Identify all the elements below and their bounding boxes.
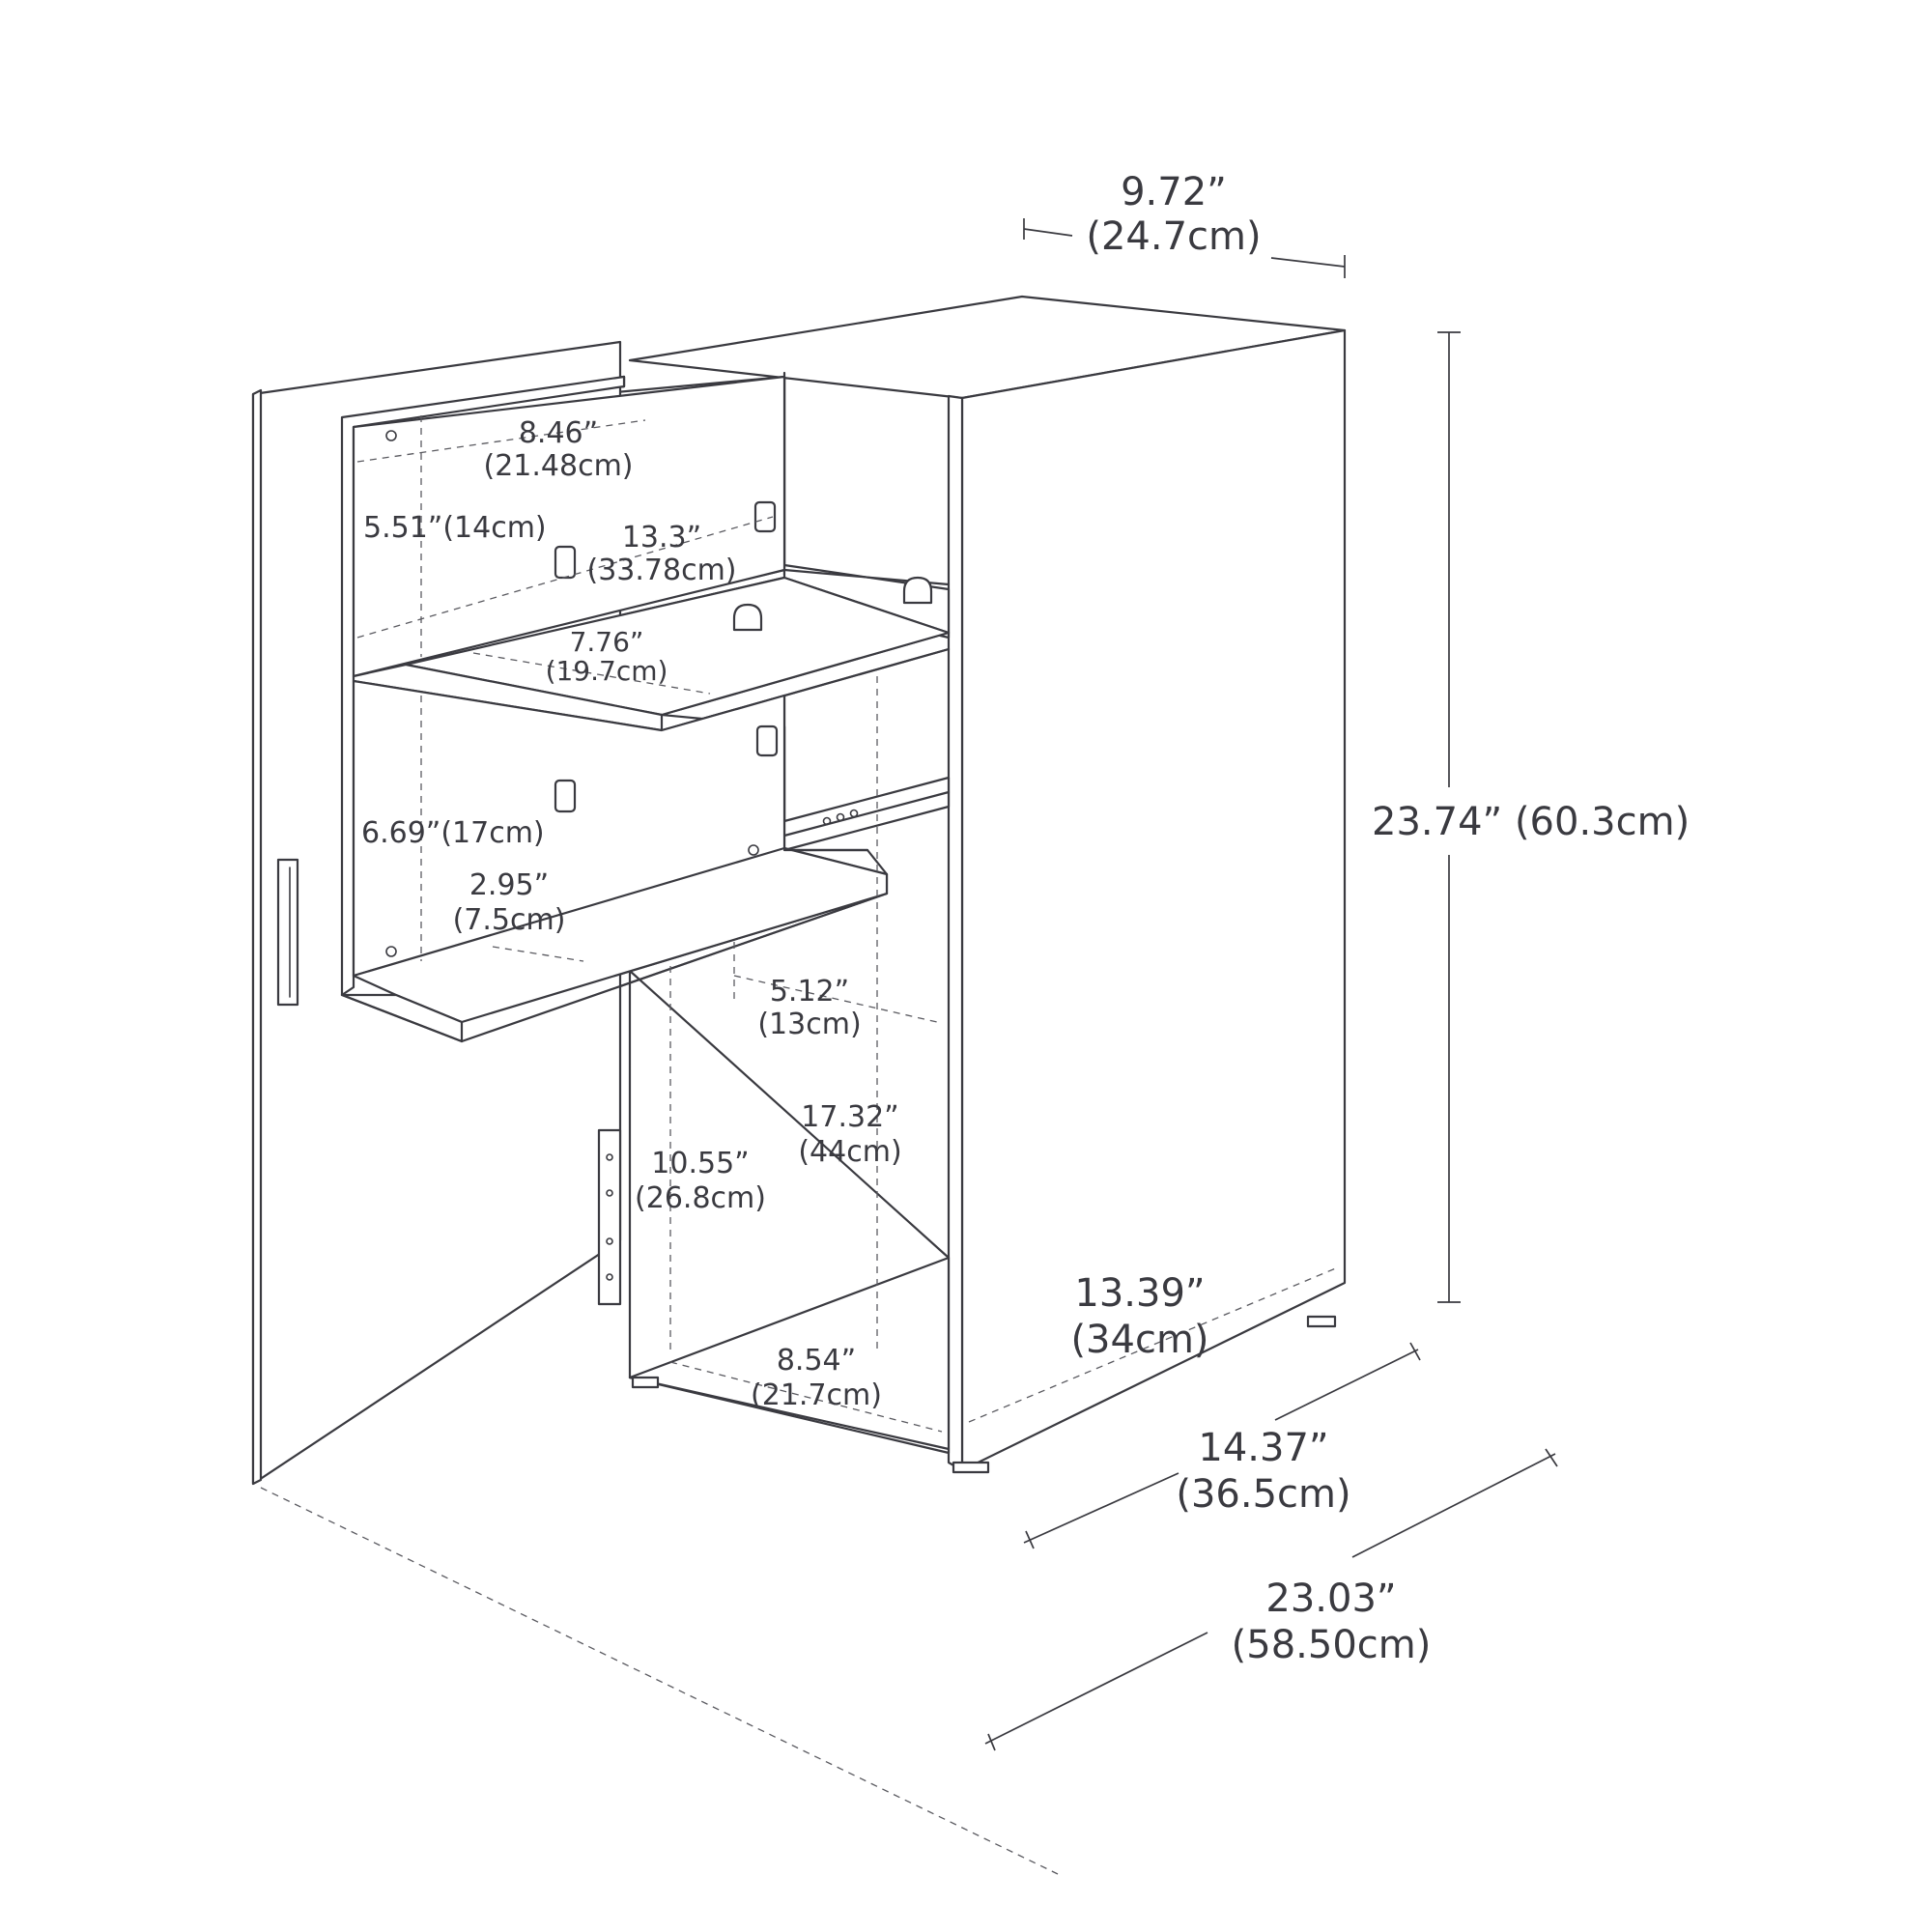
width-in: 14.37”: [1198, 1426, 1328, 1470]
bottom-width-in: 8.54”: [777, 1344, 856, 1378]
shelf-top-height: 5.51”(14cm): [363, 511, 547, 545]
height-label: 23.74” (60.3cm): [1372, 800, 1690, 844]
cabinet-foot: [952, 1461, 990, 1474]
hinge-icon: [597, 1128, 622, 1306]
interior-height-in: 17.32”: [801, 1100, 898, 1134]
shelf-top-depth-in: 13.3”: [622, 521, 701, 554]
cabinet-front-edge: [947, 394, 964, 1472]
shelf-top-depth-cm: (33.78cm): [586, 554, 736, 587]
rail-depth-cm: (13cm): [757, 1008, 861, 1041]
cabinet-lower-back: [628, 969, 951, 1455]
dimension-labels: 9.72” (24.7cm) 23.74” (60.3cm) 13.39” (3…: [361, 170, 1690, 1667]
width-cm: (36.5cm): [1176, 1472, 1350, 1517]
shelf-lower-lip-cm: (7.5cm): [453, 903, 566, 937]
shelf-top-width-in: 8.46”: [519, 416, 598, 450]
cabinet-body: [628, 295, 1347, 1474]
bottom-width-cm: (21.7cm): [751, 1378, 882, 1412]
interior-depth-in: 13.39”: [1074, 1271, 1205, 1316]
shelf-top-width-cm: (21.48cm): [483, 449, 633, 483]
dashed-guides: [260, 415, 1339, 1875]
door-handle-icon: [276, 858, 299, 1007]
shelf-top-front-in: 7.76”: [570, 626, 644, 658]
bottom-height-cm: (26.8cm): [635, 1181, 766, 1215]
dimension-lines: [984, 218, 1558, 1751]
shelf-top-front-cm: (19.7cm): [546, 655, 668, 687]
interior-depth-cm: (34cm): [1070, 1318, 1208, 1362]
shelf-lower-height: 6.69”(17cm): [361, 816, 545, 850]
interior-height-cm: (44cm): [798, 1135, 901, 1169]
open-width-in: 23.03”: [1265, 1577, 1396, 1621]
top-depth-cm: (24.7cm): [1086, 214, 1261, 259]
bottom-height-in: 10.55”: [651, 1147, 749, 1180]
rail-depth-in: 5.12”: [770, 975, 849, 1009]
open-width-cm: (58.50cm): [1232, 1623, 1432, 1667]
cabinet-foot: [1306, 1315, 1337, 1328]
drawer-front: [340, 375, 951, 1043]
cabinet-foot: [631, 1376, 660, 1389]
top-depth-in: 9.72”: [1121, 170, 1227, 214]
shelf-lower-lip-in: 2.95”: [469, 868, 549, 902]
